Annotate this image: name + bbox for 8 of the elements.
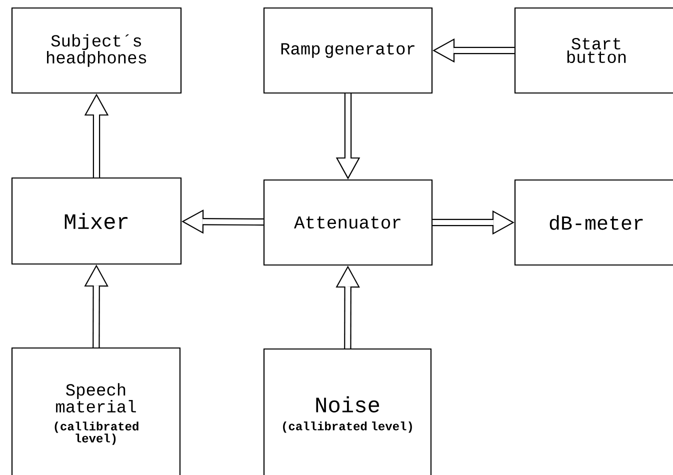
- process-box: Noise (callibrated level): [263, 348, 432, 475]
- process-box: Mixer: [11, 177, 182, 265]
- process-box: Start button: [514, 7, 673, 94]
- process-box: Attenuator: [263, 179, 433, 266]
- process-box: Ramp generator: [263, 7, 433, 94]
- process-box: Subject´s headphones: [11, 7, 182, 94]
- process-box: dB-meter: [514, 179, 673, 266]
- process-box: Speech material (callibrated level): [11, 347, 181, 475]
